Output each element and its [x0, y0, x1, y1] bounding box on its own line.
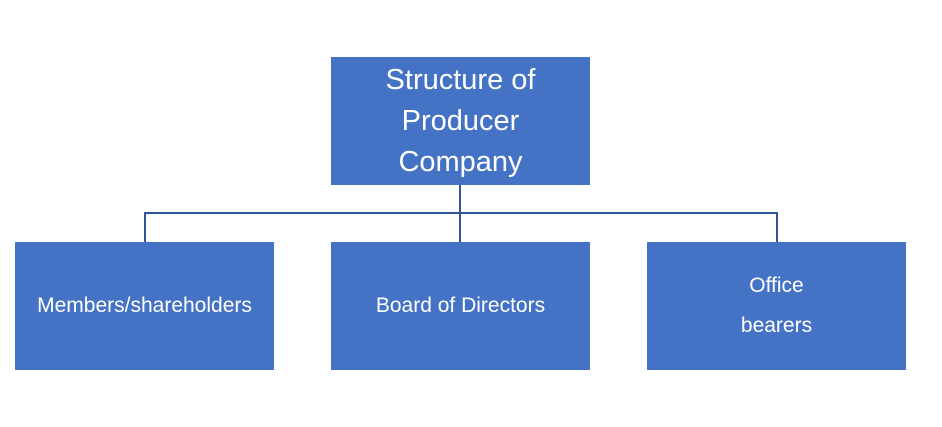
root-line-2: Producer — [401, 104, 520, 137]
connector-root-down — [459, 185, 461, 214]
root-line-1: Structure of — [385, 63, 536, 96]
root-line-3: Company — [398, 145, 523, 178]
child-node-members: Members/shareholders — [15, 242, 274, 370]
child-node-board: Board of Directors — [331, 242, 590, 370]
connector-child-3 — [776, 212, 778, 242]
connector-child-2 — [459, 212, 461, 242]
child-node-office-bearers-label: Office bearers — [741, 266, 812, 346]
root-node: Structure of Producer Company — [331, 57, 590, 185]
root-node-label: Structure of Producer Company — [386, 60, 536, 183]
connector-child-1 — [144, 212, 146, 242]
child-node-members-label: Members/shareholders — [37, 294, 252, 317]
child-node-office-bearers: Office bearers — [647, 242, 906, 370]
connector-horizontal — [144, 212, 778, 214]
office-line-2: bearers — [740, 314, 813, 337]
office-line-1: Office — [749, 274, 804, 297]
child-node-board-label: Board of Directors — [375, 294, 546, 317]
